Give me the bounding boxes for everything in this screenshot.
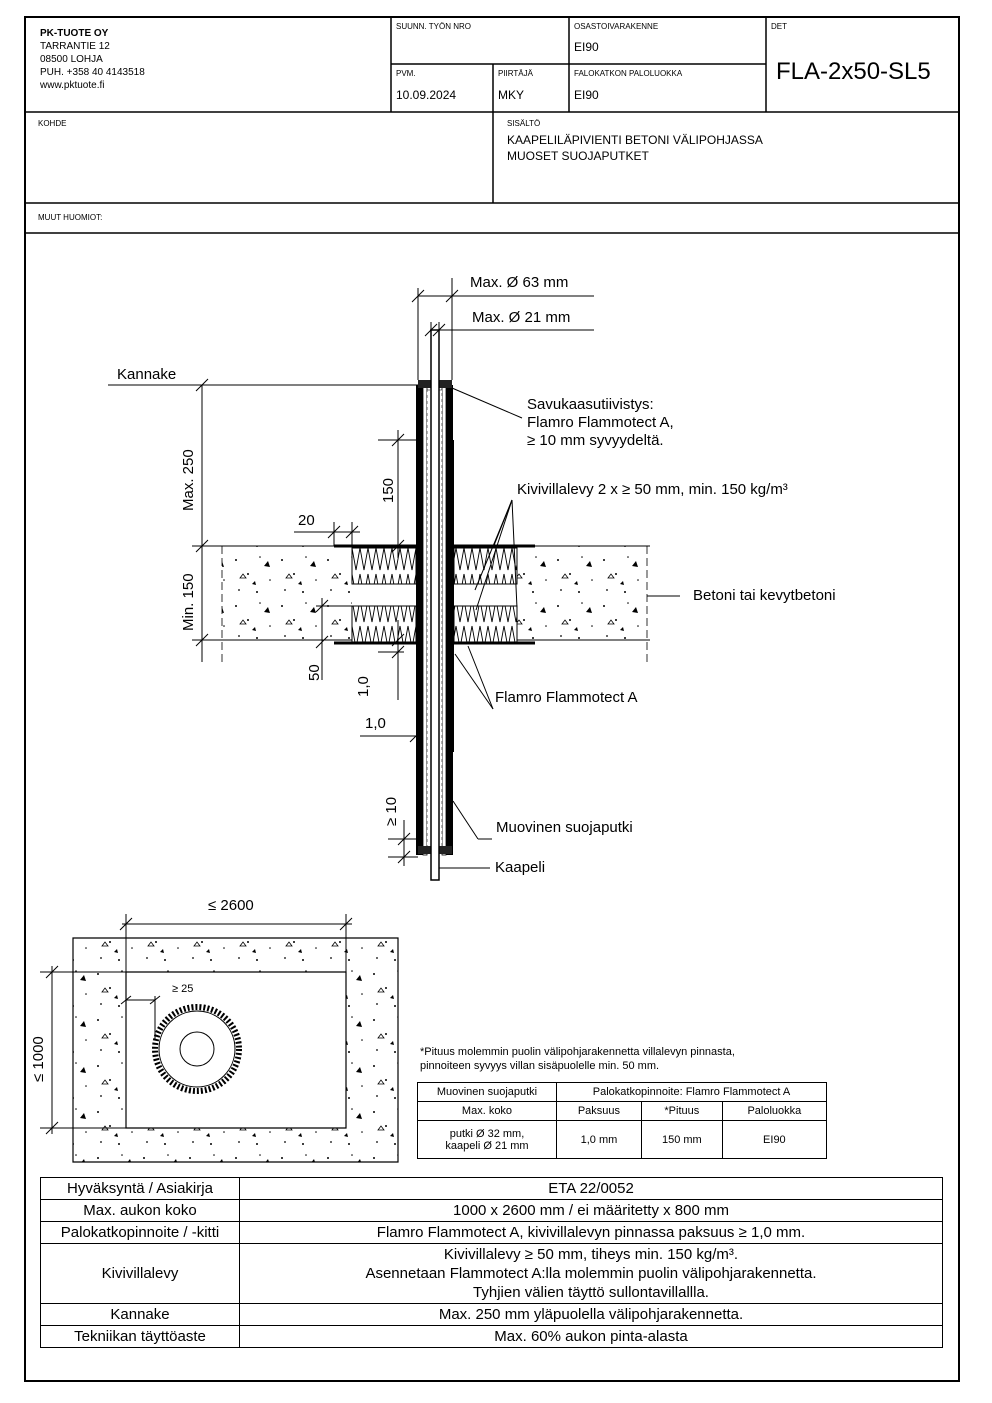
callout-kaapeli: Kaapeli [495, 859, 546, 876]
approval-label-4: Kannake [40, 1303, 240, 1326]
spec-note-line-1: *Pituus molemmin puolin välipohjarakenne… [420, 1046, 735, 1058]
company-name: PK-TUOTE OY [40, 28, 109, 39]
spec-header-maxsize: Max. koko [417, 1101, 557, 1121]
work-no-label: SUUNN. TYÖN NRO [396, 22, 471, 31]
company-street: TARRANTIE 12 [40, 41, 110, 52]
spec-pipe-line-1: putki Ø 32 mm, [449, 1127, 525, 1140]
company-info: PK-TUOTE OY TARRANTIE 12 08500 LOHJA PUH… [40, 27, 145, 92]
fire-class-label: FALOKATKON PALOLUOKKA [574, 69, 683, 78]
spec-cell-class: EI90 [721, 1120, 828, 1159]
spec-pipe-line-2: kaapeli Ø 21 mm [445, 1139, 529, 1152]
approval-label-0: Hyväksyntä / Asiakirja [40, 1177, 240, 1200]
spec-header-length: *Pituus [640, 1101, 723, 1121]
plan-dim-25: ≥ 25 [172, 983, 194, 995]
callout-betoni: Betoni tai kevytbetoni [693, 587, 836, 604]
company-phone: PUH. +358 40 4143518 [40, 67, 145, 78]
structure-label: OSASTOIVARAKENNE [574, 22, 659, 31]
spec-header-pipe: Muovinen suojaputki [417, 1082, 557, 1102]
kohde-label: KOHDE [38, 119, 67, 128]
plan-pipe [152, 1004, 242, 1094]
content-line-2: MUOSET SUOJAPUTKET [507, 149, 649, 163]
date-label: PVM. [396, 69, 416, 78]
callout-flamro: Flamro Flammotect A [495, 689, 638, 706]
company-web: www.pktuote.fi [40, 80, 105, 91]
leader-lines [439, 387, 680, 869]
notes-label: MUUT HUOMIOT: [38, 213, 103, 222]
fire-class-value: EI90 [574, 88, 599, 102]
structure-value: EI90 [574, 40, 599, 54]
callout-muovinen: Muovinen suojaputki [496, 819, 633, 836]
spec-header-class: Paloluokka [721, 1101, 828, 1121]
det-value: FLA-2x50-SL5 [776, 58, 931, 85]
table-row: Max. aukon koko 1000 x 2600 mm / ei määr… [40, 1199, 943, 1222]
approval-value-3-line-1: Kivivillalevy ≥ 50 mm, tiheys min. 150 k… [443, 1246, 739, 1263]
table-row: Kivivillalevy Kivivillalevy ≥ 50 mm, tih… [40, 1243, 943, 1304]
approval-value-3-line-2: Asennetaan Flammotect A:lla molemmin puo… [365, 1265, 817, 1282]
dim-1-0-horizontal: 1,0 [365, 715, 386, 732]
concrete-slab [221, 545, 650, 665]
drawer-value: MKY [498, 88, 525, 102]
content-label: SISÄLTÖ [507, 119, 541, 128]
spec-cell-length: 150 mm [640, 1120, 723, 1159]
table-row: Palokatkopinnoite / -kitti Flamro Flammo… [40, 1221, 943, 1244]
table-row: Tekniikan täyttöaste Max. 60% aukon pint… [40, 1325, 943, 1348]
spec-header-coating: Palokatkopinnoite: Flamro Flammotect A [556, 1082, 827, 1102]
spec-table: Muovinen suojaputki Palokatkopinnoite: F… [417, 1082, 828, 1159]
approval-value-1: 1000 x 2600 mm / ei määritetty x 800 mm [239, 1199, 943, 1222]
approval-label-2: Palokatkopinnoite / -kitti [40, 1221, 240, 1244]
dimension-lines [108, 278, 594, 866]
table-row: Kannake Max. 250 mm yläpuolella välipohj… [40, 1303, 943, 1326]
mineral-wool-boards [334, 544, 535, 645]
plan-dim-height: ≤ 1000 [30, 1036, 47, 1082]
content-line-1: KAAPELILÄPIVIENTI BETONI VÄLIPOHJASSA [507, 133, 763, 147]
callout-savukaasu: Savukaasutiivistys: Flamro Flammotect A,… [527, 396, 674, 450]
date-value: 10.09.2024 [396, 88, 457, 102]
approval-value-0: ETA 22/0052 [239, 1177, 943, 1200]
table-row: Hyväksyntä / Asiakirja ETA 22/0052 [40, 1177, 943, 1200]
spec-cell-pipe: putki Ø 32 mm, kaapeli Ø 21 mm [417, 1120, 557, 1159]
approval-value-2: Flamro Flammotect A, kivivillalevyn pinn… [239, 1221, 943, 1244]
company-city: 08500 LOHJA [40, 54, 103, 65]
plan-dimensions [40, 914, 353, 1135]
savukaasu-line-1: Savukaasutiivistys: [527, 396, 654, 413]
spec-header-thickness: Paksuus [556, 1101, 642, 1121]
approval-value-3: Kivivillalevy ≥ 50 mm, tiheys min. 150 k… [239, 1243, 943, 1304]
approval-label-5: Tekniikan täyttöaste [40, 1325, 240, 1348]
approval-label-3: Kivivillalevy [40, 1243, 240, 1304]
approval-label-1: Max. aukon koko [40, 1199, 240, 1222]
approval-value-4: Max. 250 mm yläpuolella välipohjarakenne… [239, 1303, 943, 1326]
approval-value-5: Max. 60% aukon pinta-alasta [239, 1325, 943, 1348]
approval-value-3-line-3: Tyhjien välien täyttö sullontavillallla. [473, 1284, 709, 1301]
drawing-frame [24, 16, 960, 1382]
plan-dim-width: ≤ 2600 [208, 897, 254, 914]
plan-slab [72, 937, 399, 1163]
spec-cell-thickness: 1,0 mm [556, 1120, 642, 1159]
savukaasu-line-2: Flamro Flammotect A, [527, 414, 674, 431]
label-kannake: Kannake [117, 366, 177, 383]
drawer-label: PIIRTÄJÄ [498, 69, 533, 78]
spec-note-line-2: pinnoiteen syvyys villan sisäpuolelle mi… [420, 1060, 660, 1072]
dim-max-63: Max. Ø 63 mm [470, 274, 569, 291]
dim-max-21: Max. Ø 21 mm [472, 309, 571, 326]
savukaasu-line-3: ≥ 10 mm syvyydeltä. [527, 432, 664, 449]
det-label: DET [771, 22, 787, 31]
dim-20: 20 [298, 512, 315, 529]
callout-kivivilla: Kivivillalevy 2 x ≥ 50 mm, min. 150 kg/m… [517, 481, 788, 498]
approval-table: Hyväksyntä / Asiakirja ETA 22/0052 Max. … [40, 1177, 943, 1348]
